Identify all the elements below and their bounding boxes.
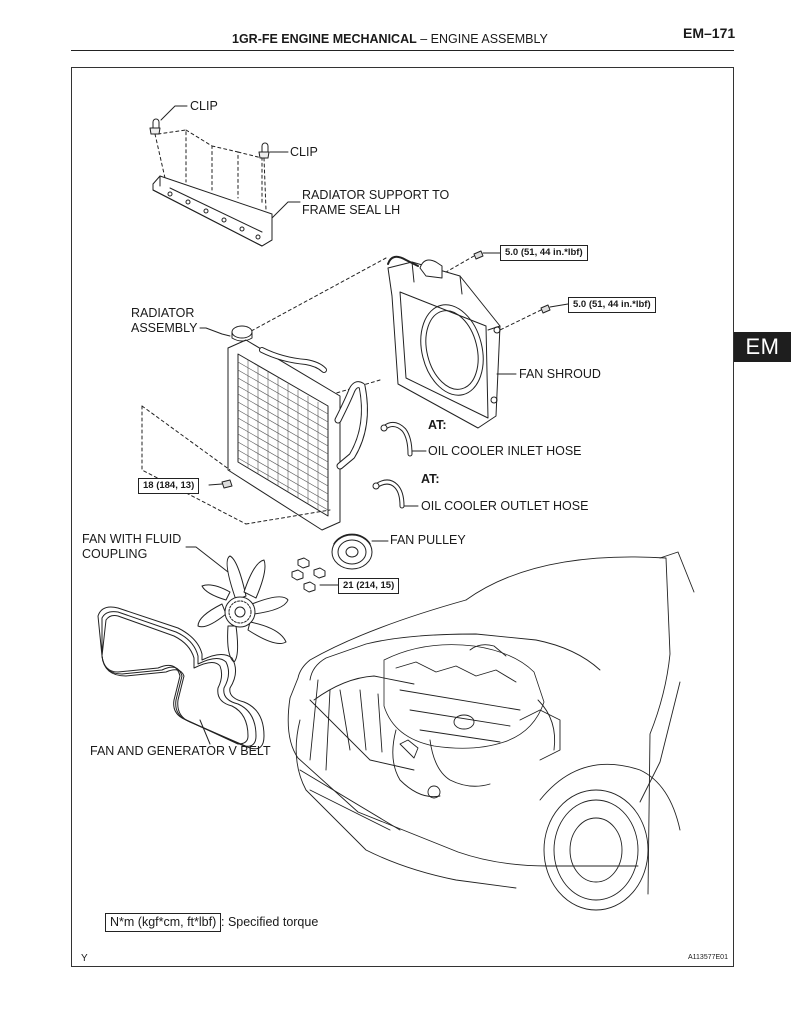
oil-cooler-inlet-hose-part <box>380 422 413 457</box>
label-clip-top: CLIP <box>190 99 218 113</box>
leader-seal <box>271 201 301 219</box>
fan-nuts <box>291 557 326 593</box>
torque-radiator-bolt: 18 (184, 13) <box>138 478 200 494</box>
corner-mark: Y <box>81 953 88 964</box>
label-fan-pulley: FAN PULLEY <box>390 533 466 547</box>
fan-pulley-part <box>331 533 373 570</box>
page-header-title: 1GR-FE ENGINE MECHANICAL – ENGINE ASSEMB… <box>232 32 548 46</box>
clip-guide-lines <box>154 129 267 211</box>
header-title-rest: – ENGINE ASSEMBLY <box>420 32 548 46</box>
label-radiator-line2: ASSEMBLY <box>131 321 198 335</box>
fan-shroud-part <box>387 255 501 429</box>
torque-fan-nut: 21 (214, 15) <box>338 578 400 594</box>
legend-unit-box: N*m (kgf*cm, ft*lbf) <box>105 913 222 932</box>
label-seal-line1: RADIATOR SUPPORT TO <box>302 188 450 202</box>
oil-cooler-outlet-hose-part <box>372 479 405 509</box>
leader-radiator-bolt <box>208 483 223 486</box>
label-fan-shroud: FAN SHROUD <box>519 367 601 381</box>
radiator-guide-lines <box>141 405 331 525</box>
page-number: EM–171 <box>683 25 736 41</box>
label-at-outlet: AT: <box>421 472 440 486</box>
label-clip-right: CLIP <box>290 145 318 159</box>
label-at-inlet: AT: <box>428 418 447 432</box>
radiator-part <box>221 325 368 531</box>
label-fan-line2: COUPLING <box>82 547 148 561</box>
fan-part <box>197 555 289 663</box>
figure-id: A113577E01 <box>688 954 728 961</box>
label-seal-line2: FRAME SEAL LH <box>302 203 401 217</box>
clip-left-part <box>149 118 161 135</box>
label-oil-cooler-outlet: OIL COOLER OUTLET HOSE <box>421 499 589 513</box>
torque-shroud-upper: 5.0 (51, 44 in.*lbf) <box>500 245 588 261</box>
section-tab: EM <box>734 332 791 362</box>
leader-radiator <box>199 327 231 337</box>
header-rule <box>71 50 734 51</box>
label-radiator-line1: RADIATOR <box>131 306 195 320</box>
legend-description: : Specified torque <box>221 915 319 929</box>
radiator-support-seal <box>152 175 273 247</box>
leader-clip-1 <box>160 105 188 121</box>
leader-belt <box>199 719 211 745</box>
clip-right-part <box>258 142 270 159</box>
shroud-bolts <box>473 250 569 314</box>
leader-fan <box>185 546 229 573</box>
figure-frame <box>71 67 734 967</box>
label-v-belt: FAN AND GENERATOR V BELT <box>90 744 271 758</box>
label-oil-cooler-inlet: OIL COOLER INLET HOSE <box>428 444 582 458</box>
v-belt-part <box>97 606 265 750</box>
label-fan-line1: FAN WITH FLUID <box>82 532 182 546</box>
vehicle-illustration <box>287 551 695 911</box>
header-title-bold: 1GR-FE ENGINE MECHANICAL <box>232 32 417 46</box>
torque-shroud-side: 5.0 (51, 44 in.*lbf) <box>568 297 656 313</box>
